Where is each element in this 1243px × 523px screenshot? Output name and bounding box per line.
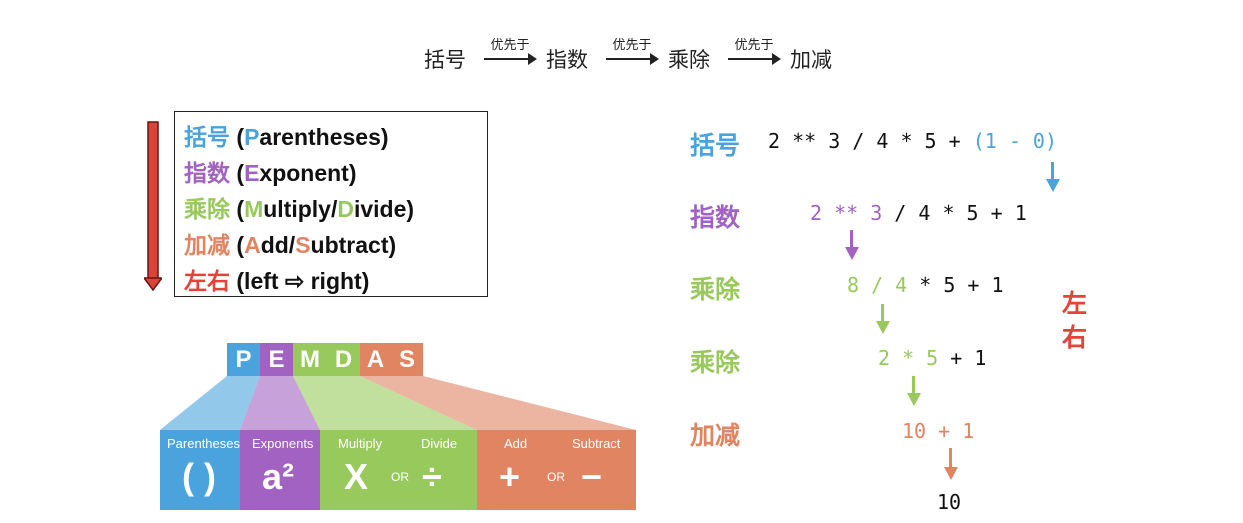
or-label: OR: [391, 470, 409, 484]
box-row-addsub: 加减 (Add/Subtract): [184, 232, 397, 258]
or-label: OR: [547, 470, 565, 484]
leftright-label-right: 右: [1062, 323, 1088, 352]
box-row-exponent: 指数 (Exponent): [184, 160, 357, 186]
final-result: 10: [937, 490, 962, 514]
panel-label: Subtract: [572, 436, 621, 451]
pemdas-letter-s: S: [391, 343, 423, 376]
minus-icon: −: [581, 456, 603, 497]
divide-icon: ÷: [422, 456, 442, 497]
box-row-muldiv: 乘除 (Multiply/Divide): [184, 196, 415, 222]
pemdas-funnel: [160, 376, 636, 430]
step1-expression: 2 ** 3 / 4 * 5 + (1 - 0): [768, 129, 1057, 153]
step5-expression: 10 + 1: [902, 419, 975, 443]
pemdas-letter-m: M: [293, 343, 327, 376]
chain-arrow: 优先于: [484, 34, 537, 68]
step-label-parentheses: 括号: [690, 131, 741, 160]
panel-label: Parentheses: [167, 436, 240, 451]
chain-arrow-label: 优先于: [612, 38, 652, 53]
panel-parentheses: Parentheses ( ): [160, 430, 240, 510]
panel-label: Add: [504, 436, 528, 451]
chain-arrow: 优先于: [728, 34, 781, 68]
step-label-muldiv-2: 乘除: [690, 348, 741, 377]
chain-word-addsub: 加减: [790, 48, 832, 72]
precedence-box: 括号 (Parentheses) 指数 (Exponent) 乘除 (Multi…: [174, 111, 488, 297]
plus-icon: +: [499, 456, 521, 497]
step3-expression: 8 / 4 * 5 + 1: [847, 273, 1004, 297]
pemdas-letter-d: D: [327, 343, 360, 376]
pemdas-letter-a: A: [360, 343, 391, 376]
multiply-icon: X: [344, 456, 369, 497]
chain-arrow-label: 优先于: [734, 38, 774, 53]
box-row-parentheses: 括号 (Parentheses): [184, 124, 389, 150]
chain-word-parentheses: 括号: [424, 48, 466, 72]
step-label-muldiv-1: 乘除: [690, 275, 741, 304]
panel-label: Exponents: [252, 436, 314, 451]
box-row-leftright: 左右 (left ⇨ right): [184, 268, 370, 294]
panel-label: Multiply: [338, 436, 383, 451]
step4-expression: 2 * 5 + 1: [878, 346, 987, 370]
step-label-addsub: 加减: [690, 421, 741, 450]
step2-expression: 2 ** 3 / 4 * 5 + 1: [810, 201, 1027, 225]
pemdas-letter-e: E: [260, 343, 293, 376]
panel-label: Divide: [421, 436, 458, 451]
step-label-exponent: 指数: [690, 203, 741, 232]
panel-add-subtract: Add Subtract + OR −: [477, 430, 636, 510]
chain-word-muldiv: 乘除: [668, 48, 710, 72]
parentheses-symbol: ( ): [182, 456, 216, 497]
panel-multiply-divide: Multiply Divide X OR ÷: [320, 430, 477, 510]
chain-arrow: 优先于: [606, 34, 659, 68]
down-arrow-icon: [144, 121, 162, 292]
chain-arrow-label: 优先于: [490, 38, 530, 53]
leftright-label-left: 左: [1062, 289, 1088, 318]
pemdas-letter-p: P: [227, 343, 260, 376]
chain-word-exponent: 指数: [546, 48, 588, 72]
panel-exponents: Exponents a²: [240, 430, 320, 510]
exponent-symbol: a²: [262, 456, 295, 497]
